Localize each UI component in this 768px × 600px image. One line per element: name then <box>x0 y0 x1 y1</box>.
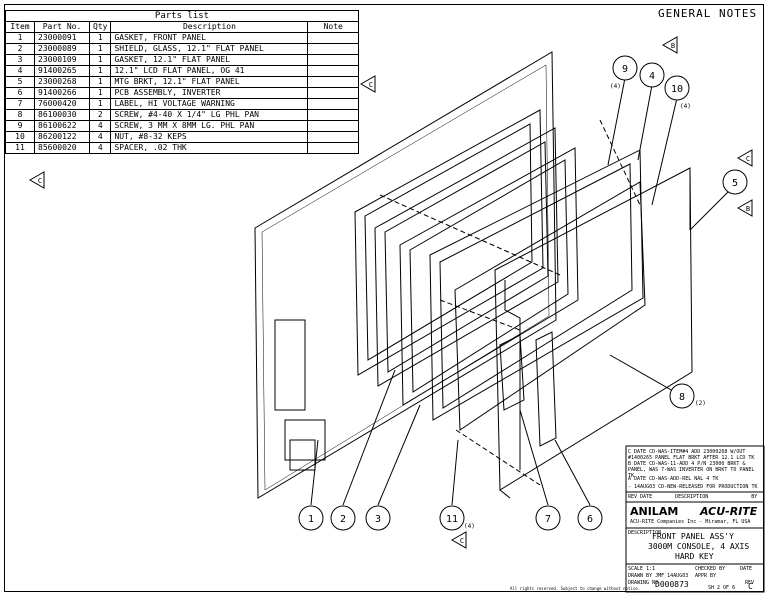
lcd-flat-panel <box>429 149 644 421</box>
inverter-pcb <box>499 334 525 411</box>
drawing-sheet-border <box>4 4 764 592</box>
balloon-10-label: 10 <box>671 84 683 95</box>
balloon-7-label: 7 <box>545 514 551 525</box>
approved-by-field: APPR BY <box>695 573 717 579</box>
balloon-8-label: 8 <box>679 392 685 403</box>
part-note <box>307 142 359 154</box>
balloon-3 <box>365 505 391 531</box>
parts-list-table: Parts list Item Part No. Qty Description… <box>5 10 359 154</box>
company-name: ACU-RITE Companies Inc - Miramar, FL USA <box>630 519 751 525</box>
balloon-3-label: 3 <box>375 514 381 525</box>
drawing-title-line-1: FRONT PANEL ASS'Y <box>652 532 734 541</box>
general-notes-heading: GENERAL NOTES <box>658 7 758 20</box>
part-qty: 4 <box>88 142 112 154</box>
glass-shield <box>374 127 559 387</box>
drawing-title-line-2: 3000M CONSOLE, 4 AXIS <box>648 542 750 551</box>
revision-header: REV DATE DESCRIPTION BY <box>628 494 758 500</box>
sheet-number: SH 2 OF 6 <box>708 585 736 591</box>
gasket-flat-panel <box>399 147 579 406</box>
balloon-7 <box>535 505 561 531</box>
drawn-by-field: DRAWN BY JMF 14AUG03 <box>628 573 689 579</box>
balloon-5 <box>722 169 748 195</box>
svg-text:C: C <box>369 81 373 89</box>
acu-rite-logo: ACU-RITE <box>700 505 758 518</box>
qty-8: (2) <box>695 400 706 407</box>
balloon-10 <box>664 75 690 101</box>
footer-note: All rights reserved. Subject to change w… <box>510 586 641 591</box>
rev-flag-c-1 <box>359 75 376 93</box>
balloon-8 <box>669 383 695 409</box>
anilam-logo: ANILAM <box>630 505 679 518</box>
balloon-4-label: 4 <box>649 71 655 82</box>
rev-flag-b-2 <box>736 199 753 217</box>
balloon-9 <box>612 55 638 81</box>
checked-date-field: DATE <box>740 566 753 572</box>
drawing-no-label: DRAWING NO <box>628 580 659 586</box>
mounting-bracket <box>494 167 693 491</box>
part-number: 85600020 <box>34 142 90 154</box>
balloon-4 <box>639 62 665 88</box>
balloon-5-label: 5 <box>732 178 738 189</box>
part-description: SPACER, .02 THK <box>110 142 309 154</box>
qty-10: (4) <box>680 103 691 110</box>
rev-flag-b-1 <box>661 36 678 54</box>
part-qty: 4 <box>88 120 112 132</box>
balloon-6-label: 6 <box>587 514 593 525</box>
qty-11: (4) <box>464 523 475 530</box>
svg-text:B: B <box>746 205 750 213</box>
qty-9: (4) <box>610 83 621 90</box>
balloon-6 <box>577 505 603 531</box>
checked-by-field: CHECKED BY <box>695 566 726 572</box>
balloon-1-label: 1 <box>308 514 314 525</box>
drawing-title-line-3: HARD KEY <box>675 552 714 561</box>
rev-flag-c-4 <box>450 531 467 549</box>
balloon-11 <box>439 505 465 531</box>
inverter-board <box>535 331 557 447</box>
balloon-9-label: 9 <box>622 64 628 75</box>
scale-field: SCALE 1:1 <box>628 566 656 572</box>
balloon-2 <box>330 505 356 531</box>
balloon-2-label: 2 <box>340 514 346 525</box>
rev-label: REV <box>745 580 755 586</box>
front-panel-plate <box>254 51 557 499</box>
rev-value: C <box>748 582 753 591</box>
svg-text:C: C <box>38 177 42 185</box>
rev-flag-c-3 <box>736 149 753 167</box>
rev-flag-c-2 <box>28 171 45 189</box>
revision-c-row: C DATE CD-WAS-ITEM#4 ADD 23000268 W/OUT … <box>628 449 755 461</box>
gasket-front-panel <box>354 109 544 376</box>
revision-a-row: A DATE CD-WAS-ADD-REL NAL 4 TK <box>628 476 719 482</box>
balloon-11-label: 11 <box>446 514 458 525</box>
revision-b-row: B DATE CD-WAS-11-ADD 4 P/N 23000 BRKT & … <box>628 461 755 479</box>
drawing-number: D000873 <box>655 580 689 589</box>
revision-initial-row: - 14AUG03 CD-NEW-RELEASED FOR PRODUCTION… <box>628 484 758 490</box>
balloon-1 <box>298 505 324 531</box>
svg-text:B: B <box>671 42 675 50</box>
description-label: DESCRIPTION <box>628 530 662 536</box>
svg-text:C: C <box>460 537 464 545</box>
svg-text:C: C <box>746 155 750 163</box>
